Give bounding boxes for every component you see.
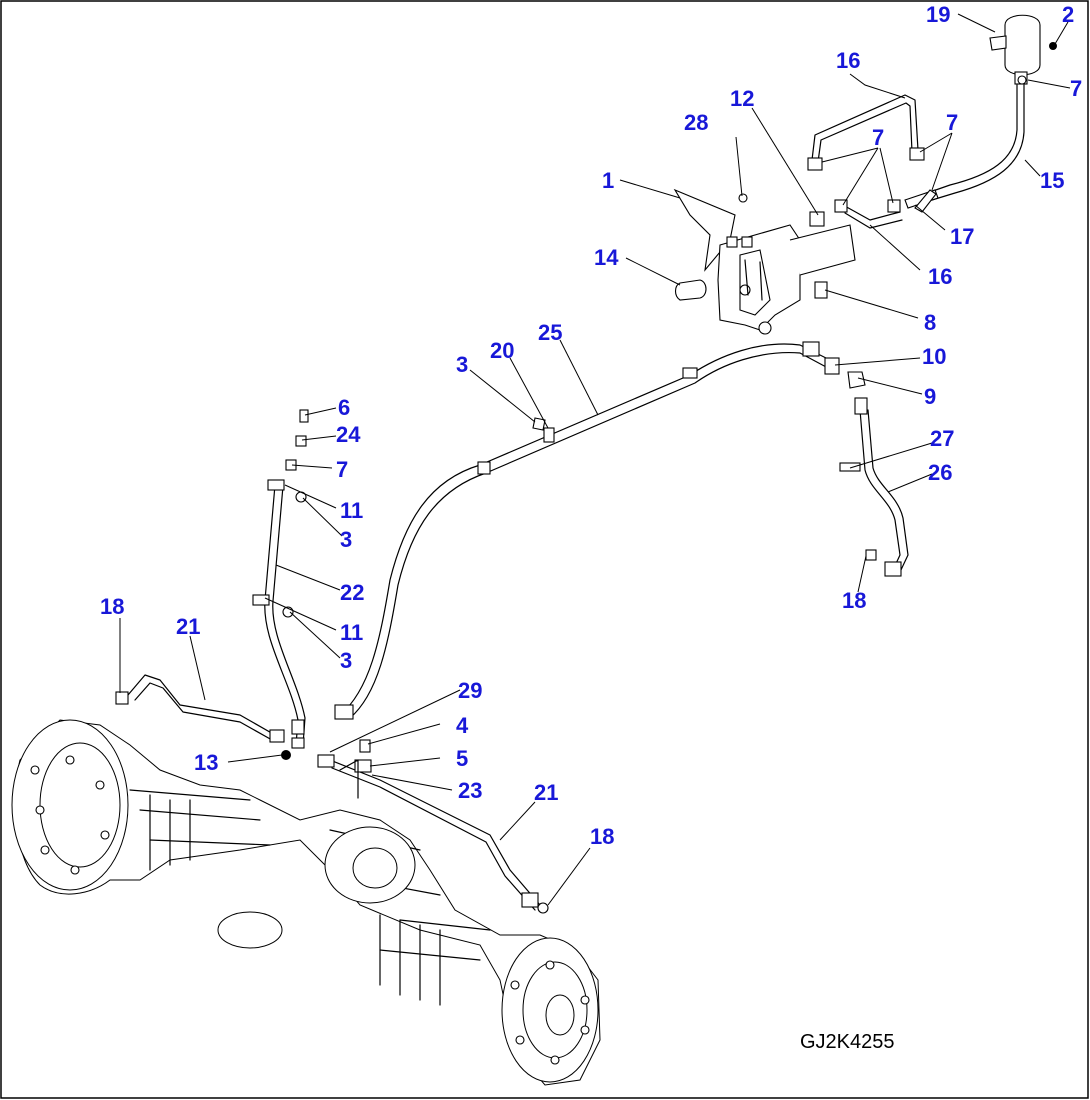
pedal-plug xyxy=(674,279,707,301)
callout-4: 4 xyxy=(456,713,469,738)
callout-13: 13 xyxy=(194,750,218,775)
callout-11: 11 xyxy=(340,620,363,645)
callout-7: 7 xyxy=(946,110,958,135)
axle-assembly xyxy=(11,719,601,1086)
callout-20: 20 xyxy=(490,338,514,363)
callout-18: 18 xyxy=(590,824,614,849)
callout-15: 15 xyxy=(1040,168,1064,193)
callout-14: 14 xyxy=(594,245,619,270)
wheel-stud-holes xyxy=(30,755,590,1065)
callout-3: 3 xyxy=(340,527,352,552)
callout-3: 3 xyxy=(340,648,352,673)
callout-2: 2 xyxy=(1062,2,1074,27)
brake-valve-bracket xyxy=(673,188,856,335)
callout-23: 23 xyxy=(458,778,482,803)
callout-3: 3 xyxy=(456,352,468,377)
callout-6: 6 xyxy=(338,395,350,420)
callout-16: 16 xyxy=(928,264,952,289)
callout-1: 1 xyxy=(602,168,614,193)
pipe-lines xyxy=(127,84,1025,911)
callout-8: 8 xyxy=(924,310,936,335)
callout-7: 7 xyxy=(336,457,348,482)
callout-17: 17 xyxy=(950,224,974,249)
leader-lines xyxy=(119,13,1071,906)
callout-22: 22 xyxy=(340,580,364,605)
callout-19: 19 xyxy=(926,2,950,27)
callout-25: 25 xyxy=(538,320,562,345)
fittings xyxy=(115,42,1057,914)
callout-10: 10 xyxy=(922,344,946,369)
callout-24: 24 xyxy=(336,422,361,447)
callout-29: 29 xyxy=(458,678,482,703)
callout-5: 5 xyxy=(456,746,468,771)
callout-11: 11 xyxy=(340,498,363,523)
callout-16: 16 xyxy=(836,48,860,73)
callout-21: 21 xyxy=(176,614,200,639)
callout-7: 7 xyxy=(1070,76,1082,101)
callout-26: 26 xyxy=(928,460,952,485)
drawing-code: GJ2K4255 xyxy=(800,1031,895,1053)
callout-18: 18 xyxy=(100,594,124,619)
reservoir-tank xyxy=(989,14,1041,85)
callout-12: 12 xyxy=(730,86,754,111)
callout-21: 21 xyxy=(534,780,558,805)
callout-18: 18 xyxy=(842,588,866,613)
callout-28: 28 xyxy=(684,110,708,135)
callout-9: 9 xyxy=(924,384,936,409)
callout-27: 27 xyxy=(930,426,954,451)
callout-7: 7 xyxy=(872,125,884,150)
callout-labels: 19 2 7 16 12 28 7 7 15 1 17 16 14 8 25 2… xyxy=(100,2,1082,849)
